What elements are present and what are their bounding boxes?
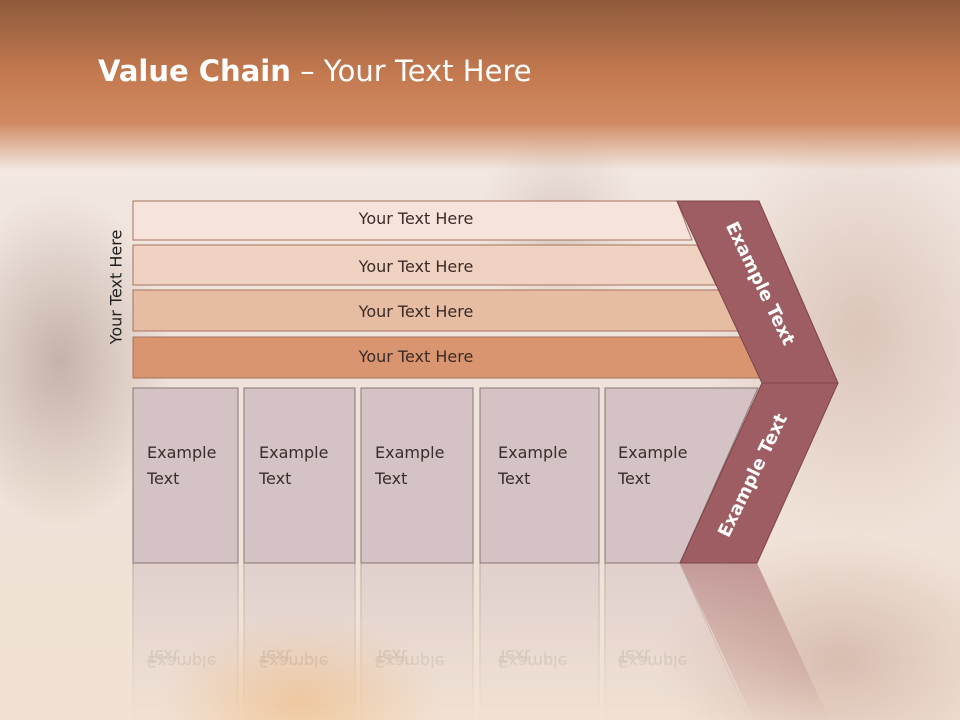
- row-bar-1: [132, 200, 693, 241]
- cell-4-line1: Example: [498, 443, 567, 462]
- reflection-text: Example: [147, 652, 216, 671]
- reflection-text: Text: [374, 646, 407, 665]
- cell-2: [243, 387, 356, 564]
- row-label-1: Your Text Here: [358, 209, 474, 228]
- reflection-text: Example: [375, 652, 444, 671]
- cell-3: [360, 387, 474, 564]
- row-label-4: Your Text Here: [358, 347, 474, 366]
- title-bold: Value Chain: [98, 54, 291, 88]
- cell-5-line1: Example: [618, 443, 687, 462]
- reflection: Example Text Example Text Example Text E…: [132, 562, 830, 720]
- cell-1: [132, 387, 239, 564]
- reflection-text: Example: [259, 652, 328, 671]
- cell-4-line2: Text: [497, 469, 530, 488]
- reflection-text: Example: [618, 652, 687, 671]
- reflection-text: Text: [258, 646, 291, 665]
- row-label-3: Your Text Here: [358, 302, 474, 321]
- row-label-2: Your Text Here: [358, 257, 474, 276]
- cell-2-line1: Example: [259, 443, 328, 462]
- cell-3-line1: Example: [375, 443, 444, 462]
- reflection-text: Text: [497, 646, 530, 665]
- chevron-lower: [679, 382, 839, 564]
- cell-5-line2: Text: [617, 469, 650, 488]
- cell-3-line2: Text: [374, 469, 407, 488]
- cell-1-line2: Text: [146, 469, 179, 488]
- header-band: [0, 0, 960, 170]
- reflection-text: Text: [146, 646, 179, 665]
- cell-2-line2: Text: [258, 469, 291, 488]
- reflection-text: Example: [498, 652, 567, 671]
- slide-title: Value Chain – Your Text Here: [98, 54, 532, 88]
- reflection-text: Text: [617, 646, 650, 665]
- title-rest: – Your Text Here: [290, 54, 532, 88]
- cell-1-line1: Example: [147, 443, 216, 462]
- cell-4: [479, 387, 600, 564]
